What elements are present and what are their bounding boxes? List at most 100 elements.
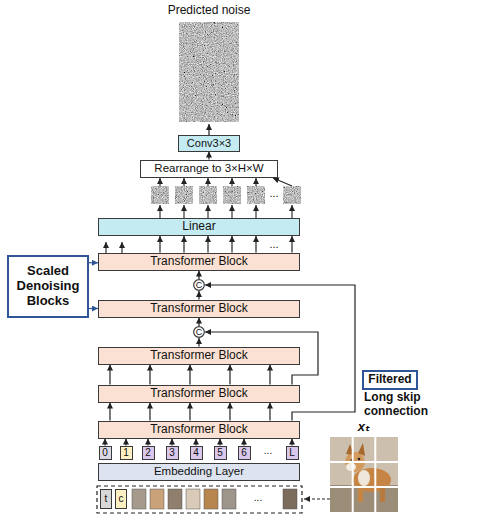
flow-arrow: [171, 439, 172, 446]
box-label: 3: [169, 447, 175, 459]
flow-arrow: [255, 178, 256, 186]
image-patch: [150, 489, 164, 509]
flow-arrow: [149, 403, 150, 421]
box-label: Conv3×3: [187, 137, 231, 150]
image-patch: [168, 489, 182, 509]
dog-leg: [380, 486, 385, 502]
noise-patch: [175, 186, 193, 204]
ellipsis: ...: [254, 492, 262, 504]
flow-arrow: [159, 205, 160, 218]
transformer-block: Transformer Block: [98, 385, 300, 403]
box-label: Transformer Block: [150, 423, 248, 437]
flow-arrow: [255, 205, 256, 218]
input-image: [330, 437, 398, 512]
flow-arrow: [219, 439, 220, 446]
flow-arrow: [149, 365, 150, 385]
flow-arrow: [198, 338, 199, 347]
flow-arrow: [105, 242, 106, 253]
box-label: Transformer Block: [150, 302, 248, 316]
flow-arrow: [208, 152, 209, 160]
box-label: 6: [241, 447, 247, 459]
time-token: t: [100, 489, 112, 509]
noise-patch: [199, 186, 217, 204]
flow-arrow: [291, 236, 292, 253]
flow-arrow: [159, 178, 160, 186]
condition-token: c: [115, 489, 127, 509]
noise-patch: [151, 186, 169, 204]
grid-line: [330, 486, 398, 488]
noise-patch: [283, 186, 301, 204]
flow-arrow: [189, 365, 190, 385]
flow-arrow: [198, 318, 199, 327]
flow-arrow: [189, 403, 190, 421]
image-patch: [132, 489, 146, 509]
token-box: 1: [120, 446, 133, 460]
box-label: Embedding Layer: [154, 465, 244, 478]
noise-image: [179, 22, 239, 122]
box-label: 0: [102, 447, 108, 459]
dashed-input-box: [97, 486, 302, 513]
flow-arrow: [243, 439, 244, 446]
flow-arrow: [207, 236, 208, 253]
flow-arrow: [183, 205, 184, 218]
token-box: 2: [142, 446, 155, 460]
flow-arrow: [198, 291, 199, 300]
circle-outline: [194, 280, 205, 291]
ellipsis: ...: [264, 445, 272, 457]
noise-patch: [247, 186, 265, 204]
box-label: Transformer Block: [150, 387, 248, 401]
flow-arrow: [229, 365, 230, 385]
dog-snout: [346, 463, 356, 471]
flow-arrow: [231, 236, 232, 253]
linear-box: Linear: [98, 218, 300, 236]
box-label: 1: [123, 447, 129, 459]
box-label: Rearrange to 3×H×W: [154, 162, 263, 175]
grid-line: [374, 437, 376, 512]
dog-ear: [358, 443, 365, 456]
box-label: t: [105, 493, 108, 505]
image-patch: [204, 489, 218, 509]
image-patch: [283, 489, 297, 509]
box-label: Transformer Block: [150, 255, 248, 269]
token-box: 0: [99, 446, 112, 460]
box-label: 5: [217, 447, 223, 459]
flow-arrow: [183, 178, 184, 186]
flow-arrow: [198, 271, 199, 280]
token-box: 4: [190, 446, 203, 460]
dog-leg: [358, 486, 363, 502]
transformer-block: Transformer Block: [98, 253, 300, 271]
flow-arrow: [291, 439, 292, 446]
grid-line: [330, 461, 398, 463]
box-label: Transformer Block: [150, 349, 248, 363]
flow-arrow: [89, 262, 98, 263]
flow-arrow: [109, 403, 110, 421]
flow-arrow: [183, 236, 184, 253]
patch-arrows: [106, 178, 292, 253]
flow-arrow: [125, 439, 126, 446]
flow-arrow: [208, 124, 209, 135]
image-patch: [186, 489, 200, 509]
box-label: 4: [193, 447, 199, 459]
token-box: 5: [214, 446, 227, 460]
embedding-layer: Embedding Layer: [98, 463, 300, 481]
circle-outline: [194, 327, 205, 338]
image-label: xₜ: [358, 420, 370, 435]
transformer-block: Transformer Block: [98, 300, 300, 318]
rearrange-box: Rearrange to 3×H×W: [140, 160, 278, 178]
flow-arrow: [255, 236, 256, 253]
noise-patches: [151, 186, 301, 204]
flow-arrow: [269, 403, 270, 421]
flow-arrow: [291, 205, 292, 218]
token-box: L: [286, 446, 299, 460]
image-background: [330, 437, 398, 512]
box-label: C: [196, 280, 203, 290]
dashed-arrow: [304, 498, 330, 499]
dog-chest: [358, 470, 370, 486]
flow-arrow: [159, 236, 160, 253]
flow-arrow: [231, 178, 232, 186]
flow-arrow: [147, 439, 148, 446]
transformer-block: Transformer Block: [98, 347, 300, 365]
image-patch: [222, 489, 236, 509]
box-label: L: [289, 447, 295, 459]
ellipsis: ...: [269, 238, 278, 251]
